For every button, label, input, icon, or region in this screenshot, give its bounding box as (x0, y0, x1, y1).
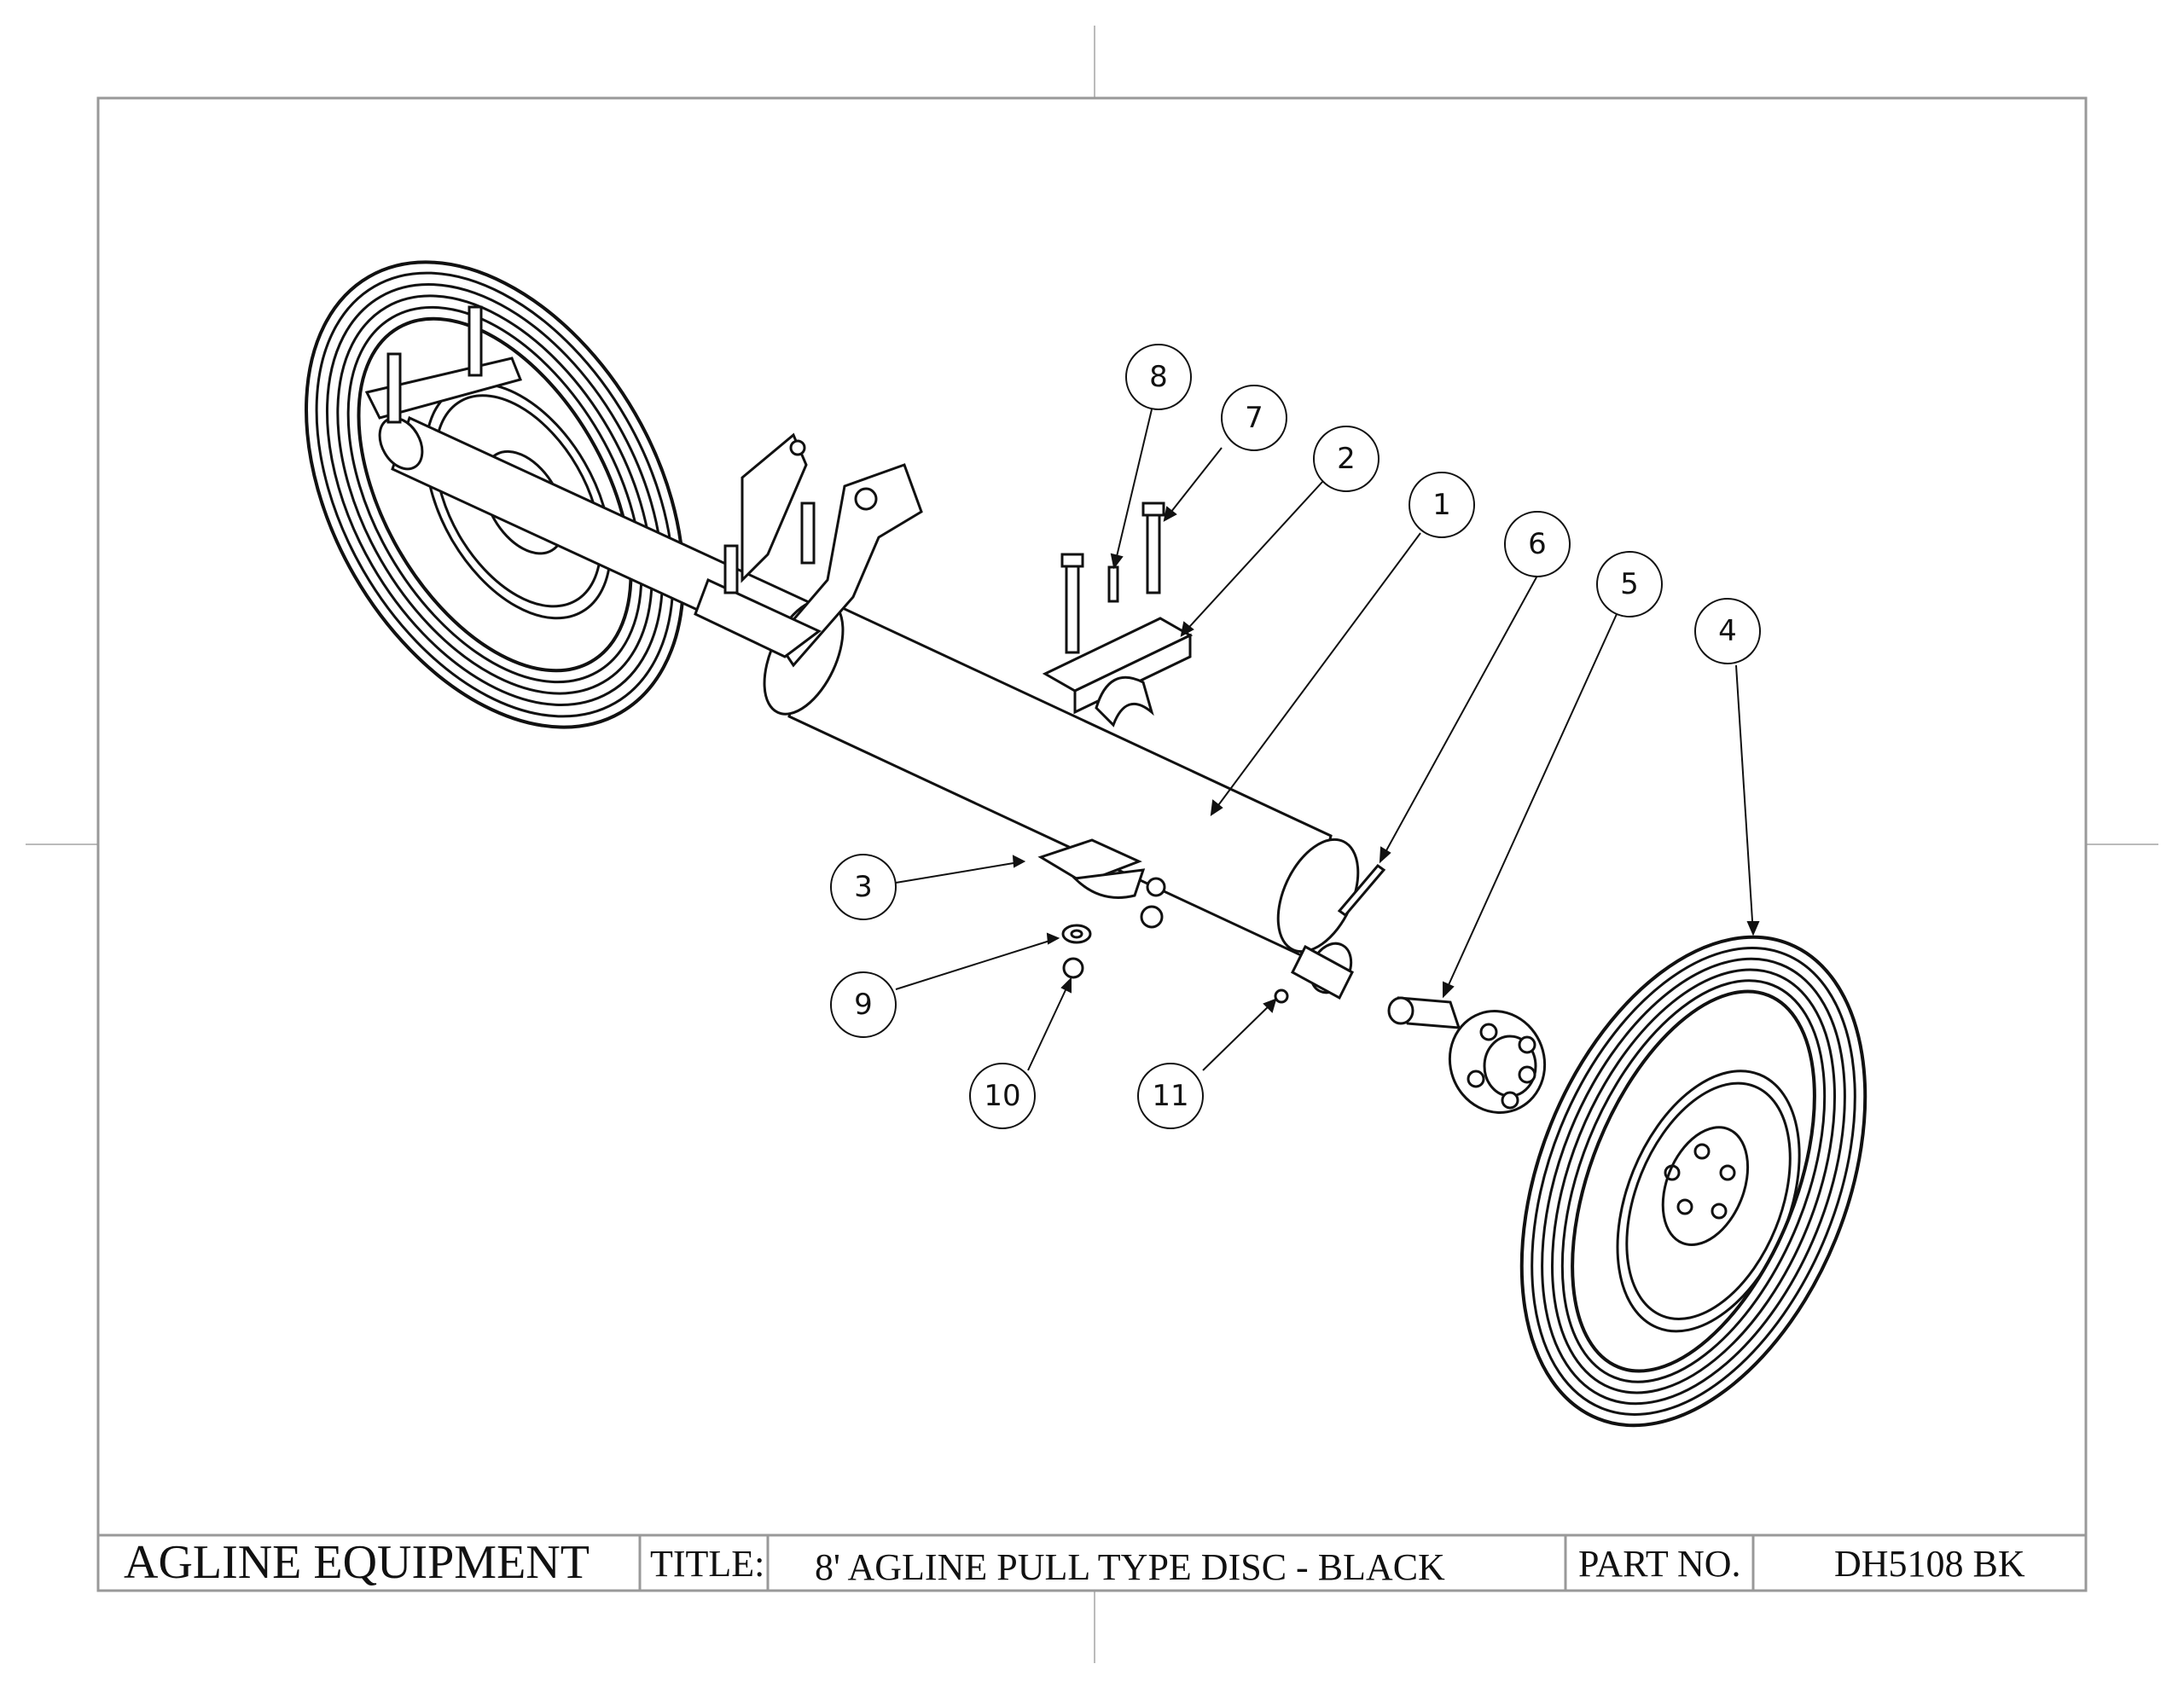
title-label: TITLE: (650, 1543, 765, 1585)
balloon-8 (1125, 344, 1192, 410)
balloon-11 (1137, 1063, 1204, 1129)
callout-5: 5 (1620, 567, 1639, 601)
callout-numbers: 1 2 3 4 5 6 7 8 9 10 11 (854, 360, 1737, 1113)
trim-marks (26, 26, 2158, 1663)
part-number-label: PART NO. (1578, 1543, 1741, 1585)
callout-1: 1 (1432, 488, 1451, 522)
left-u-bolts (364, 305, 816, 594)
part-number-value: DH5108 BK (1834, 1543, 2025, 1585)
balloon-4 (1694, 598, 1761, 664)
callout-balloons (830, 344, 1761, 1129)
part-3-lower-clamp (1037, 838, 1166, 929)
balloon-3 (830, 854, 897, 920)
pivot-bracket (694, 432, 923, 668)
balloon-1 (1409, 472, 1475, 538)
title-block-frame (98, 1533, 2086, 1591)
callout-11: 11 (1152, 1079, 1188, 1113)
part-5-hub (1387, 996, 1547, 1114)
drawing-border (96, 96, 2088, 1592)
callout-10: 10 (984, 1079, 1020, 1113)
leader-lines (895, 409, 1760, 1071)
balloon-2 (1313, 426, 1380, 492)
callout-2: 2 (1337, 442, 1356, 476)
callout-8: 8 (1149, 360, 1168, 394)
part-7-8-bolts (1060, 501, 1165, 654)
balloon-10 (969, 1063, 1036, 1129)
callout-3: 3 (854, 870, 873, 904)
part-4-right-wheel (1519, 935, 1867, 1428)
drawing-title: 8' AGLINE PULL TYPE DISC - BLACK (815, 1546, 1445, 1588)
callout-9: 9 (854, 988, 873, 1022)
part-9-10-hardware (1061, 924, 1092, 979)
callout-7: 7 (1245, 401, 1263, 435)
balloon-6 (1504, 511, 1571, 577)
balloon-5 (1596, 551, 1663, 617)
part-11-zerk (1274, 988, 1289, 1004)
balloon-9 (830, 971, 897, 1038)
part-6-pin (1337, 863, 1386, 918)
callout-4: 4 (1718, 614, 1737, 648)
company-name: AGLINE EQUIPMENT (124, 1536, 590, 1589)
callout-6: 6 (1528, 527, 1547, 561)
left-wheel (305, 260, 685, 729)
balloon-7 (1221, 385, 1287, 451)
part-2-clamp-plate (1042, 617, 1194, 728)
